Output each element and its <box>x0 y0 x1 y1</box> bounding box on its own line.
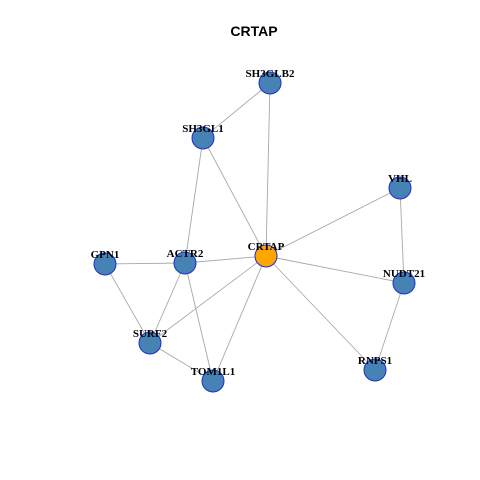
node-nudt21[interactable] <box>392 271 416 295</box>
edge-crtap-nudt21 <box>265 255 405 284</box>
edge-actr2-surf2 <box>149 262 186 344</box>
edge-gpn1-surf2 <box>104 263 151 344</box>
node-label-nudt21: NUDT21 <box>383 268 425 280</box>
node-sh3glb2[interactable] <box>258 71 282 95</box>
edge-sh3gl1-actr2 <box>184 137 204 264</box>
node-label-rnps1: RNPS1 <box>358 355 392 367</box>
edge-actr2-crtap <box>184 255 267 264</box>
diagram-title: CRTAP <box>230 23 277 39</box>
edge-sh3glb2-crtap <box>265 82 271 257</box>
edge-sh3glb2-sh3gl1 <box>202 82 271 139</box>
node-layer <box>93 71 416 393</box>
edge-sh3gl1-crtap <box>202 137 267 257</box>
node-label-sh3gl1: SH3GL1 <box>182 123 224 135</box>
node-sh3gl1[interactable] <box>191 126 215 150</box>
node-gpn1[interactable] <box>93 252 117 276</box>
edge-nudt21-rnps1 <box>374 282 405 371</box>
node-label-vhl: VHL <box>388 173 412 185</box>
edge-gpn1-actr2 <box>104 262 186 265</box>
edge-layer <box>104 82 405 382</box>
edge-crtap-surf2 <box>149 255 267 344</box>
node-label-actr2: ACTR2 <box>167 248 204 260</box>
edge-actr2-tom1l1 <box>184 262 214 382</box>
edge-vhl-crtap <box>265 187 401 257</box>
node-surf2[interactable] <box>138 331 162 355</box>
edge-vhl-nudt21 <box>399 187 405 284</box>
node-vhl[interactable] <box>388 176 412 200</box>
node-crtap[interactable] <box>254 244 278 268</box>
node-label-gpn1: GPN1 <box>91 249 120 261</box>
node-actr2[interactable] <box>173 251 197 275</box>
node-label-crtap: CRTAP <box>248 241 285 253</box>
node-tom1l1[interactable] <box>201 369 225 393</box>
edge-crtap-rnps1 <box>265 255 376 371</box>
node-rnps1[interactable] <box>363 358 387 382</box>
node-label-surf2: SURF2 <box>133 328 168 340</box>
edge-crtap-tom1l1 <box>212 255 267 382</box>
node-label-tom1l1: TOM1L1 <box>191 366 235 378</box>
edge-surf2-tom1l1 <box>149 342 214 382</box>
node-label-sh3glb2: SH3GLB2 <box>246 68 295 80</box>
